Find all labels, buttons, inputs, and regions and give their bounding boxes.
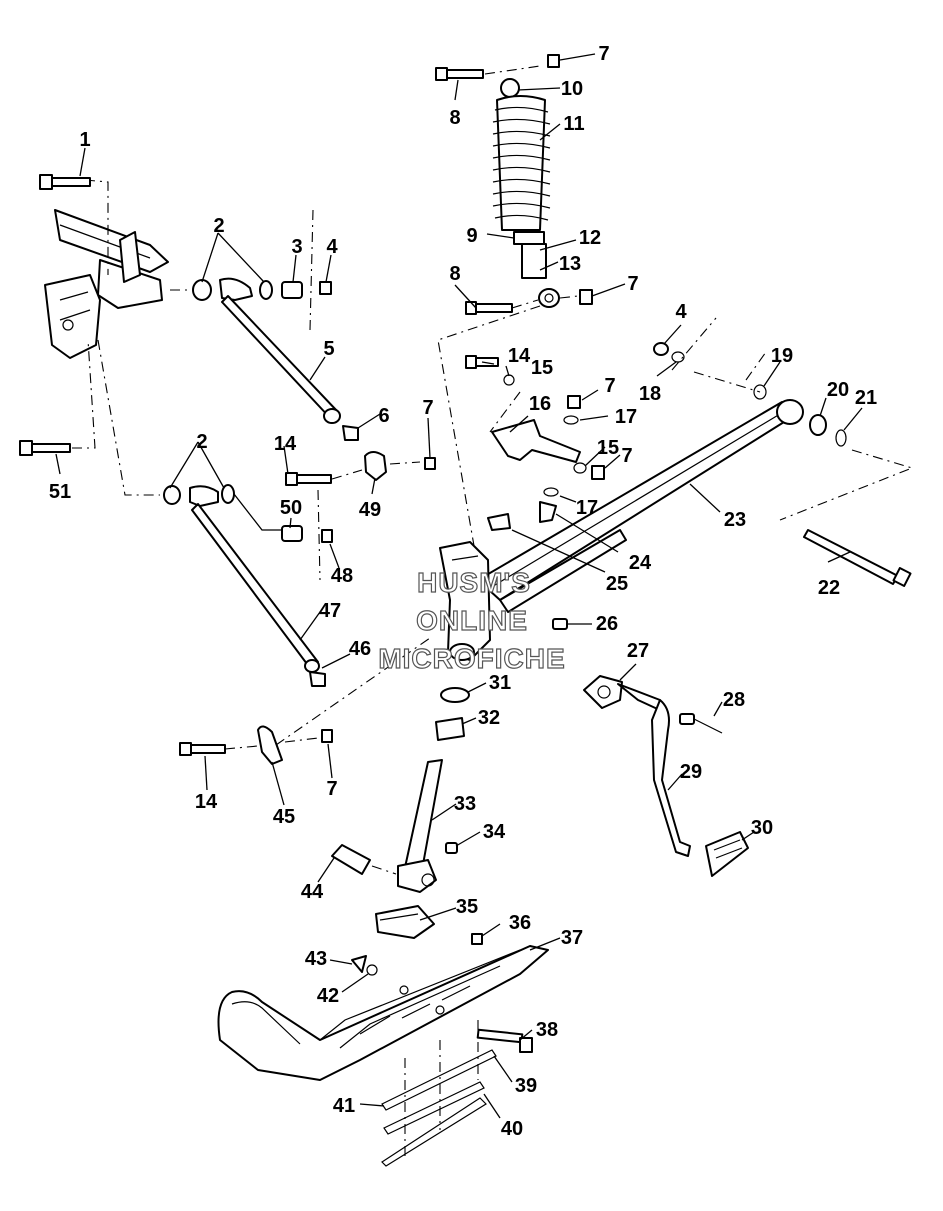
- callout: 3: [291, 236, 302, 258]
- callout: 8: [449, 107, 460, 129]
- callout: 26: [596, 613, 618, 635]
- callout: 7: [326, 778, 337, 800]
- shock-absorber: [435, 54, 593, 581]
- callout: 35: [456, 896, 478, 918]
- callout: 31: [489, 672, 511, 694]
- callout: 29: [680, 761, 702, 783]
- callout: 43: [305, 948, 327, 970]
- callout: 20: [827, 379, 849, 401]
- upper-a-arm: [170, 209, 359, 441]
- callout: 12: [579, 227, 601, 249]
- callout: 17: [576, 497, 598, 519]
- callout: 39: [515, 1075, 537, 1097]
- callout: 15: [597, 437, 619, 459]
- callout: 33: [454, 793, 476, 815]
- callout: 18: [639, 383, 661, 405]
- callout: 1: [79, 129, 90, 151]
- callout: 47: [319, 600, 341, 622]
- callout: 25: [606, 573, 628, 595]
- callout: 40: [501, 1118, 523, 1140]
- bolt-14-mid: [285, 457, 436, 486]
- callout: 27: [627, 640, 649, 662]
- watermark-line-2: ONLINE: [416, 605, 528, 636]
- callout: 48: [331, 565, 353, 587]
- callout: 2: [196, 431, 207, 453]
- callout: 32: [478, 707, 500, 729]
- bolt-51: [19, 339, 96, 456]
- callout: 17: [615, 406, 637, 428]
- callout: 28: [723, 689, 745, 711]
- callout: 46: [349, 638, 371, 660]
- callout: 8: [449, 263, 460, 285]
- callout: 44: [301, 881, 324, 903]
- callout: 13: [559, 253, 581, 275]
- callout: 11: [563, 113, 584, 135]
- callout: 30: [751, 817, 773, 839]
- callout: 34: [483, 821, 506, 843]
- callout: 38: [536, 1019, 558, 1041]
- steering-lever: [583, 675, 749, 877]
- callout: 10: [561, 78, 583, 100]
- callout: 49: [359, 499, 381, 521]
- ski: [217, 933, 549, 1167]
- callout: 22: [818, 577, 840, 599]
- callout: 42: [317, 985, 339, 1007]
- callout: 7: [621, 445, 632, 467]
- watermark-line-1: HUSM'S: [417, 567, 531, 598]
- callout: 15: [531, 357, 553, 379]
- spindle-assembly: [439, 355, 605, 661]
- callout: 6: [378, 405, 389, 427]
- steering-post: [331, 687, 470, 939]
- callout: 19: [771, 345, 793, 367]
- callout: 14: [274, 433, 297, 455]
- callout: 45: [273, 806, 295, 828]
- lower-a-arm: [97, 339, 431, 765]
- callout: 14: [195, 791, 218, 813]
- callout: 41: [333, 1095, 355, 1117]
- leader-lines: [55, 53, 863, 1119]
- callout: 7: [627, 273, 638, 295]
- callout: 2: [213, 215, 224, 237]
- callout: 7: [604, 375, 615, 397]
- callout: 51: [49, 481, 71, 503]
- callout: 37: [561, 927, 583, 949]
- callout: 9: [466, 225, 477, 247]
- watermark-line-3: MICROFICHE: [378, 643, 565, 674]
- callout: 23: [724, 509, 746, 531]
- callout: 16: [529, 393, 551, 415]
- callout: 4: [675, 301, 687, 323]
- callout: 36: [509, 912, 531, 934]
- callout: 24: [629, 552, 652, 574]
- bolt-14-low: [179, 729, 333, 756]
- callout: 21: [855, 387, 877, 409]
- callout: 4: [326, 236, 338, 258]
- callout: 7: [598, 43, 609, 65]
- frame-bracket: [44, 179, 169, 359]
- callout-numbers: 1 2 3 4 5 6 7 8 9 10 11 12 13 8 7 4 14 1…: [49, 43, 877, 1140]
- callout: 7: [422, 397, 433, 419]
- callout: 5: [323, 338, 334, 360]
- callout: 50: [280, 497, 302, 519]
- bolt-1: [39, 174, 91, 190]
- watermark: HUSM'S ONLINE MICROFICHE: [378, 566, 566, 674]
- callout: 14: [508, 345, 531, 367]
